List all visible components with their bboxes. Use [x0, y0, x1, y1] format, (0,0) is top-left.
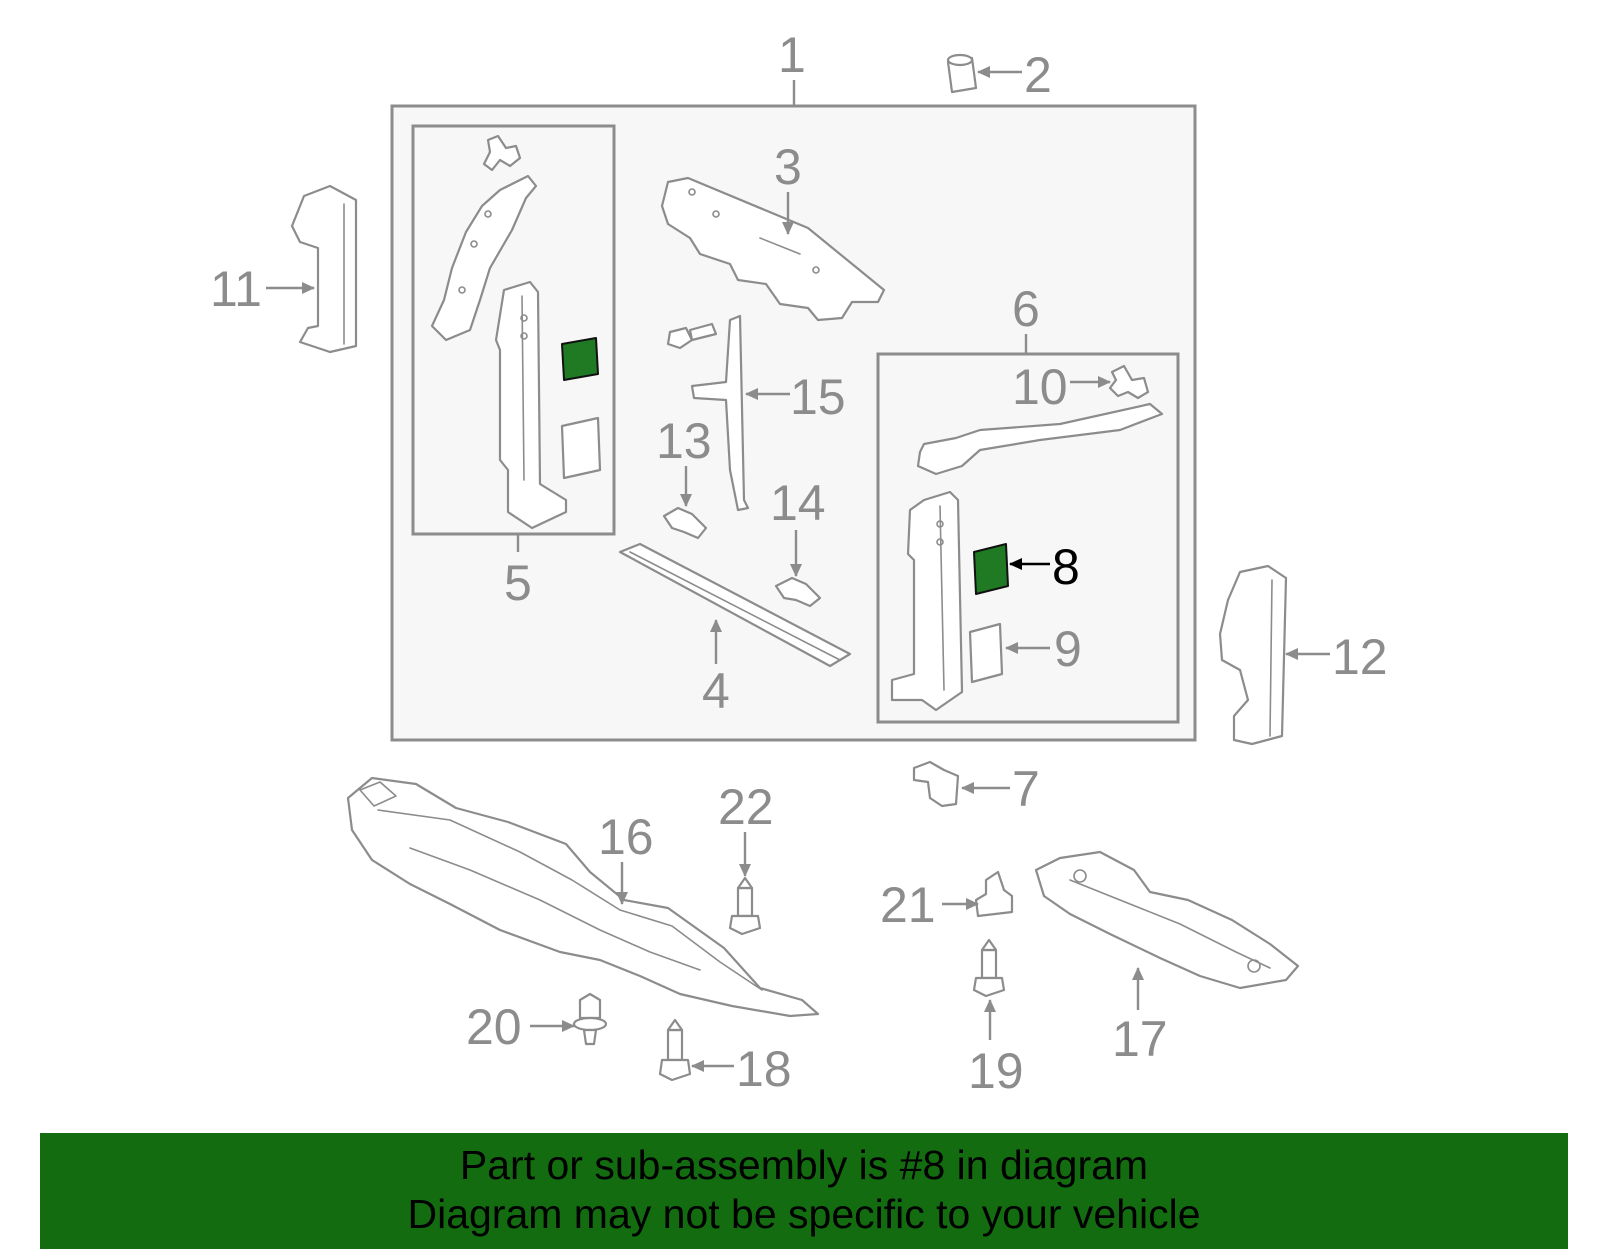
callout-17: 17 [1112, 1011, 1168, 1067]
part-15-brace [690, 314, 750, 512]
subassembly-box-5 [411, 124, 616, 536]
bolt-15 [666, 322, 718, 350]
callout-13: 13 [656, 413, 712, 469]
part-7-bracket [912, 760, 960, 808]
callout-7: 7 [1012, 761, 1040, 817]
callout-1: 1 [778, 27, 806, 83]
callout-8: 8 [1052, 539, 1080, 595]
part-19-bolt [972, 938, 1006, 998]
part-10-clip [1108, 364, 1150, 400]
callout-16: 16 [598, 809, 654, 865]
callout-12: 12 [1332, 629, 1388, 685]
part-21-clip [974, 870, 1014, 918]
callout-15: 15 [790, 369, 846, 425]
part-6-side-support [890, 490, 964, 712]
callout-2: 2 [1024, 47, 1052, 103]
part-11-air-guide [290, 184, 358, 354]
callout-18: 18 [736, 1041, 792, 1097]
part-4-lower-support [618, 542, 852, 668]
callout-3: 3 [774, 139, 802, 195]
callout-20: 20 [466, 999, 522, 1055]
part-17-splash-shield [1034, 850, 1300, 990]
part-22-bolt [728, 876, 762, 936]
banner-line-2: Diagram may not be specific to your vehi… [407, 1191, 1201, 1237]
part-9-left [560, 416, 602, 480]
part-8-highlight-left [561, 337, 599, 381]
callout-10: 10 [1012, 359, 1068, 415]
part-18-bolt [658, 1018, 692, 1082]
banner-line-1: Part or sub-assembly is #8 in diagram [459, 1142, 1149, 1188]
part-2-plug [946, 53, 978, 94]
part-5-upper-bracket [430, 134, 538, 342]
callout-5: 5 [504, 555, 532, 611]
subassembly-box-6 [876, 352, 1180, 724]
part-12-air-guide [1218, 564, 1288, 746]
part-9-right [968, 622, 1004, 684]
callout-14: 14 [770, 475, 826, 531]
part-20-clip [572, 992, 608, 1046]
part-14-bracket [774, 576, 822, 608]
callout-19: 19 [968, 1043, 1024, 1099]
part-6-upper-bracket [916, 402, 1164, 476]
callout-21: 21 [880, 877, 936, 933]
callout-9: 9 [1054, 621, 1082, 677]
callout-4: 4 [702, 663, 730, 719]
part-13-bracket [662, 506, 708, 540]
callout-22: 22 [718, 779, 774, 835]
info-banner: Part or sub-assembly is #8 in diagram Di… [40, 1133, 1568, 1249]
part-16-splash-shield [346, 776, 820, 1018]
part-8-highlight [973, 543, 1009, 595]
part-3-upper-support [660, 176, 886, 322]
callout-11: 11 [210, 261, 262, 317]
callout-6: 6 [1012, 281, 1040, 337]
part-5-side-support [494, 280, 568, 530]
parts-diagram: 1 2 5 3 15 [210, 27, 1388, 1099]
